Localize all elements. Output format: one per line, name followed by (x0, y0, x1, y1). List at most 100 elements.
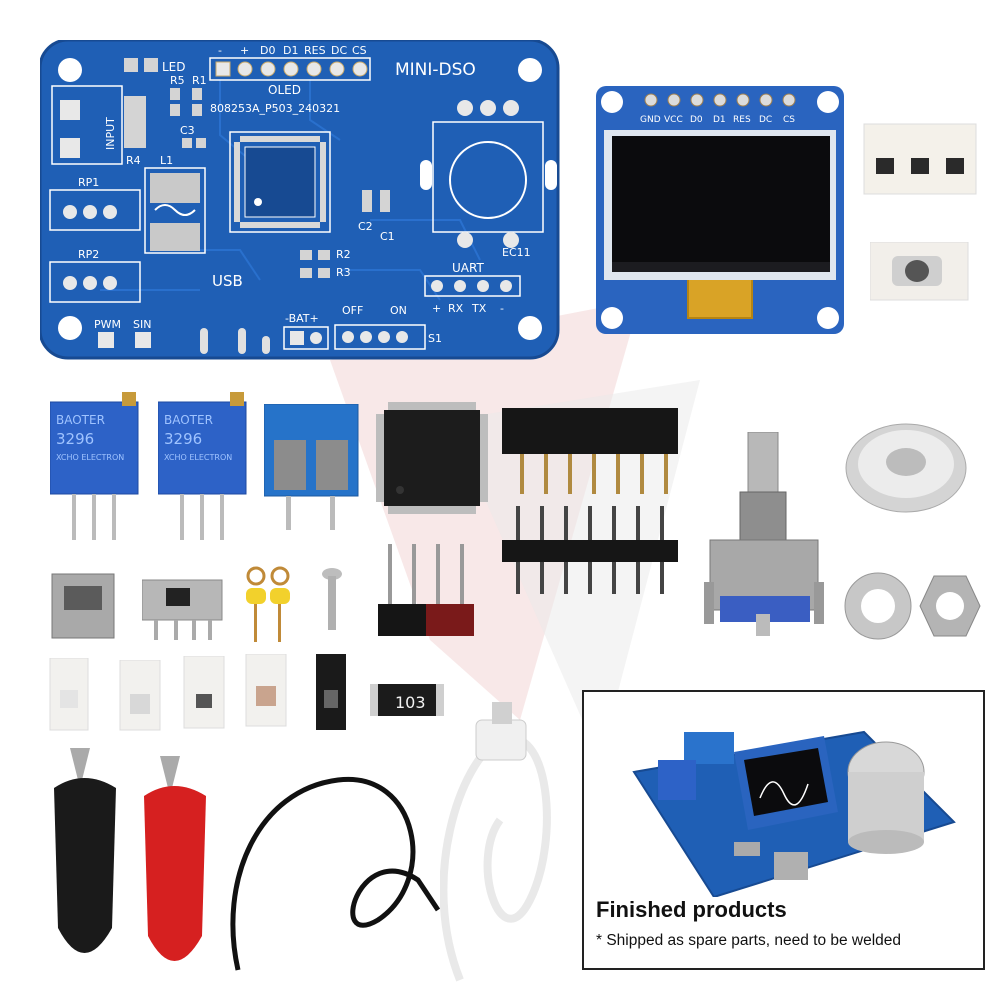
test-points (246, 566, 290, 642)
resistor-marking: 103 (395, 693, 426, 712)
pcb-title: MINI-DSO (395, 60, 476, 80)
red-alligator-clip (144, 756, 206, 961)
pcb-bat-label: -BAT+ (285, 312, 319, 325)
finished-products-title: Finished products (596, 897, 787, 922)
ec11-footprint (420, 100, 557, 248)
trimpot-2: BAOTER 3296 XCHO ELECTRON (158, 392, 247, 540)
pcb-uart-pin-labels: + RX TX - (432, 302, 504, 315)
svg-text:D0: D0 (690, 115, 703, 125)
finished-products-note: * Shipped as spare parts, need to be wel… (596, 932, 902, 949)
svg-text:DC: DC (331, 44, 347, 57)
trimpot-1-maker: XCHO ELECTRON (56, 453, 124, 462)
svg-text:VCC: VCC (664, 115, 683, 125)
svg-text:RP2: RP2 (78, 248, 99, 261)
smd-diode-tape (870, 242, 969, 301)
pcb-off-label: OFF (342, 304, 363, 317)
usb-footprint (200, 328, 270, 354)
female-header (502, 408, 678, 494)
pcb-input-label: INPUT (104, 117, 117, 150)
screw (322, 568, 342, 630)
svg-text:R1: R1 (192, 74, 207, 87)
svg-text:RP1: RP1 (78, 176, 99, 189)
mcu-chip (376, 402, 488, 514)
pcb-revision: 808253A_P503_240321 (210, 102, 340, 115)
svg-text:RES: RES (733, 115, 751, 125)
switch-footprint (334, 324, 426, 350)
pcb-on-label: ON (390, 304, 407, 317)
pcb-oled-pin-labels: - + D0 D1 RES DC CS (218, 44, 367, 57)
svg-text:R4: R4 (126, 154, 141, 167)
rp2-footprint (49, 261, 141, 303)
finished-product-photo (632, 730, 956, 897)
black-alligator-clip (54, 748, 116, 953)
trimpot-2-brand: BAOTER (164, 413, 213, 427)
svg-text:D1: D1 (713, 115, 726, 125)
svg-text:DC: DC (759, 115, 772, 125)
smd-resistor-103: 103 (370, 684, 444, 716)
svg-text:+: + (240, 44, 249, 57)
svg-text:C1: C1 (380, 230, 395, 243)
smd-resistor-tape (863, 123, 977, 195)
pwm-pad (98, 332, 114, 348)
pcb-usb-label: USB (212, 272, 243, 290)
svg-text:-: - (500, 302, 504, 315)
svg-text:R2: R2 (336, 248, 351, 261)
smd-part-tape-4 (245, 654, 287, 727)
usb-cable (440, 702, 551, 982)
smd-part-tape-1 (49, 658, 89, 731)
svg-text:CS: CS (783, 115, 795, 125)
hex-nut (919, 575, 981, 637)
sin-pad (135, 332, 151, 348)
smd-pads (124, 58, 390, 278)
pcb-oled-label: OLED (268, 83, 301, 97)
finished-products-panel: Finished products * Shipped as spare par… (582, 690, 985, 970)
smd-part-tape-2 (119, 660, 161, 731)
svg-text:EC11: EC11 (502, 246, 531, 259)
trimpot-1-model: 3296 (56, 430, 94, 448)
battery-footprint (283, 326, 329, 350)
male-header (502, 506, 678, 594)
pcb-sin-label: SIN (133, 318, 151, 331)
pcb-pwm-label: PWM (94, 318, 121, 331)
mcu-footprint (229, 131, 331, 233)
trimpot-2-model: 3296 (164, 430, 202, 448)
trimpot-1: BAOTER 3296 XCHO ELECTRON (50, 392, 139, 540)
pcb-ref-labels: R5 R1 C3 R4 L1 RP1 RP2 C2 C1 R2 R3 EC11 … (78, 74, 531, 345)
svg-text:CS: CS (352, 44, 367, 57)
svg-text:RES: RES (304, 44, 326, 57)
svg-text:R3: R3 (336, 266, 351, 279)
svg-text:RX: RX (448, 302, 464, 315)
knob-cap (845, 423, 967, 513)
oled-module: GND VCC D0 D1 RES DC CS (596, 86, 844, 334)
svg-text:L1: L1 (160, 154, 173, 167)
svg-text:C3: C3 (180, 124, 195, 137)
svg-text:D1: D1 (283, 44, 298, 57)
rotary-encoder (704, 432, 824, 636)
svg-text:GND: GND (640, 115, 661, 125)
oled-header-pads (209, 57, 371, 81)
pin-header-with-jumpers (378, 544, 474, 636)
pcb-led-label: LED (162, 60, 186, 74)
washer (844, 572, 912, 640)
uart-footprint (424, 275, 521, 297)
svg-text:-: - (218, 44, 222, 57)
smd-diode (316, 654, 346, 730)
smd-part-tape-3 (183, 656, 225, 729)
input-terminal-footprint (51, 85, 123, 165)
trimpot-2-maker: XCHO ELECTRON (164, 453, 232, 462)
black-wire (230, 776, 441, 971)
svg-text:R5: R5 (170, 74, 185, 87)
svg-text:TX: TX (471, 302, 487, 315)
pcb-uart-label: UART (452, 261, 484, 275)
inductor-footprint (144, 167, 206, 254)
svg-text:D0: D0 (260, 44, 275, 57)
screw-terminal (264, 404, 359, 530)
trimpot-1-brand: BAOTER (56, 413, 105, 427)
rp1-footprint (49, 189, 141, 231)
slide-switch (142, 579, 223, 640)
oled-pin-labels: GND VCC D0 D1 RES DC CS (640, 115, 795, 125)
svg-text:+: + (432, 302, 441, 315)
usb-port (51, 573, 115, 639)
svg-text:C2: C2 (358, 220, 373, 233)
pcb-board: MINI-DSO 808253A_P503_240321 OLED LED IN… (40, 40, 560, 360)
